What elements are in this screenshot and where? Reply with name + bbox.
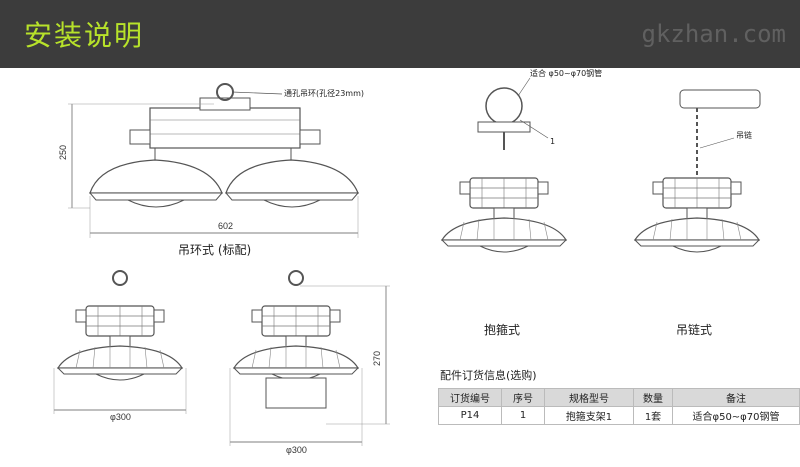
- chain-note: 吊链: [736, 130, 752, 140]
- col-spec: 规格型号: [544, 388, 634, 407]
- chain-mount-drawing: [634, 89, 761, 253]
- dim-602: 602: [218, 221, 233, 231]
- single-lamp-drawing: [53, 270, 187, 414]
- cell-remark: 适合φ50~φ70钢管: [672, 406, 800, 425]
- parts-table-title: 配件订货信息(选购): [440, 369, 537, 382]
- dim-diameter-a: φ300: [110, 412, 131, 422]
- cell-qty: 1套: [633, 406, 673, 425]
- pipe-note: 适合 φ50~φ70钢管: [530, 68, 602, 78]
- col-order-no: 订货编号: [438, 388, 502, 407]
- watermark: gkzhan.com: [641, 20, 787, 48]
- clamp-part-no: 1: [550, 137, 555, 146]
- cell-serial: 1: [501, 406, 545, 425]
- dim-250: 250: [58, 145, 68, 160]
- dim-270: 270: [372, 351, 382, 366]
- cell-order-no: P14: [438, 406, 502, 425]
- ring-note: 通孔吊环(孔径23mm): [284, 88, 364, 98]
- parts-table: 订货编号 序号 规格型号 数量 备注 P14 1 抱箍支架1 1套 适合φ50~…: [438, 388, 800, 425]
- table-row: P14 1 抱箍支架1 1套 适合φ50~φ70钢管: [438, 406, 800, 425]
- cell-spec: 抱箍支架1: [544, 406, 634, 425]
- clamp-mount-drawing: [441, 77, 567, 253]
- installation-drawing: 通孔吊环(孔径23mm) 250 602 吊环式 (标配) φ300 270 φ…: [53, 68, 761, 455]
- caption-chain-mount: 吊链式: [676, 322, 712, 337]
- page-header: 安装说明 gkzhan.com: [0, 0, 800, 68]
- col-qty: 数量: [633, 388, 673, 407]
- tall-lamp-drawing: [229, 270, 390, 446]
- col-remark: 备注: [672, 388, 800, 407]
- caption-clamp-mount: 抱箍式: [484, 322, 520, 337]
- col-serial: 序号: [501, 388, 545, 407]
- caption-ring-mount: 吊环式 (标配): [178, 243, 251, 257]
- dim-diameter-b: φ300: [286, 445, 307, 455]
- page-title: 安装说明: [24, 19, 145, 52]
- ring-mount-drawing: [68, 83, 360, 238]
- parts-table-header-row: 订货编号 序号 规格型号 数量 备注: [438, 388, 800, 407]
